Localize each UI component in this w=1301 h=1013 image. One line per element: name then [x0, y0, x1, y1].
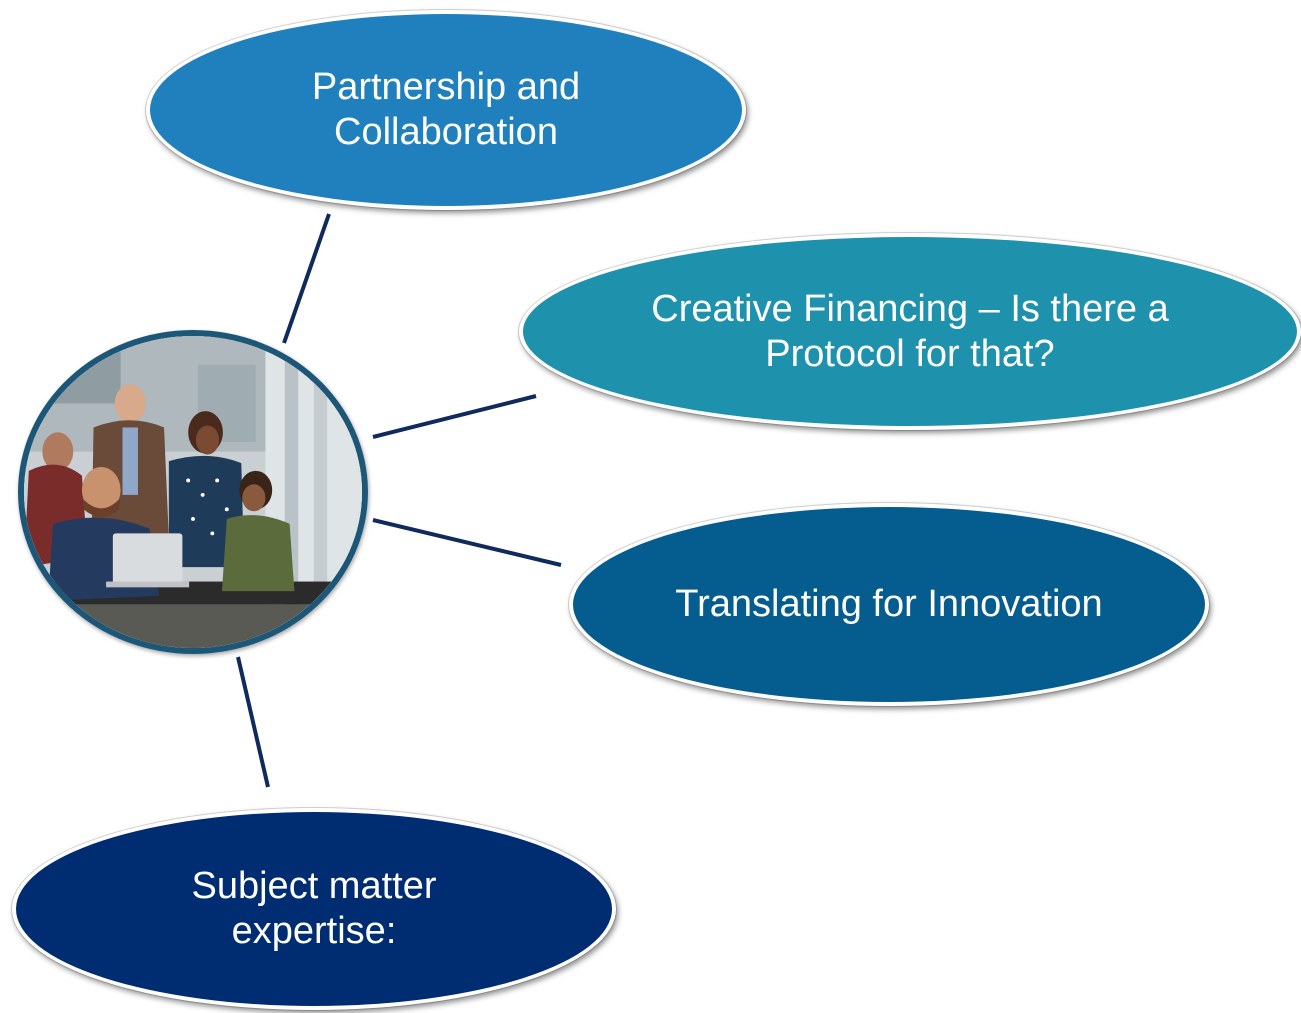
connector-financing [372, 394, 537, 439]
node-label: Subject matter expertise: [191, 865, 437, 952]
node-label: Partnership and Collaboration [311, 66, 581, 153]
node-subject-matter-expertise: Subject matter expertise: [12, 808, 616, 1010]
node-label: Translating for Innovation [675, 583, 1103, 626]
team-meeting-photo-icon [18, 330, 368, 654]
node-label: Creative Financing – Is there a Protocol… [651, 287, 1169, 375]
connector-subject [236, 656, 270, 788]
node-translating-for-innovation: Translating for Innovation [569, 503, 1209, 706]
connector-partnership [282, 213, 331, 344]
node-partnership-and-collaboration: Partnership and Collaboration [146, 10, 746, 210]
node-creative-financing: Creative Financing – Is there a Protocol… [519, 233, 1301, 430]
connector-translating [372, 518, 562, 567]
